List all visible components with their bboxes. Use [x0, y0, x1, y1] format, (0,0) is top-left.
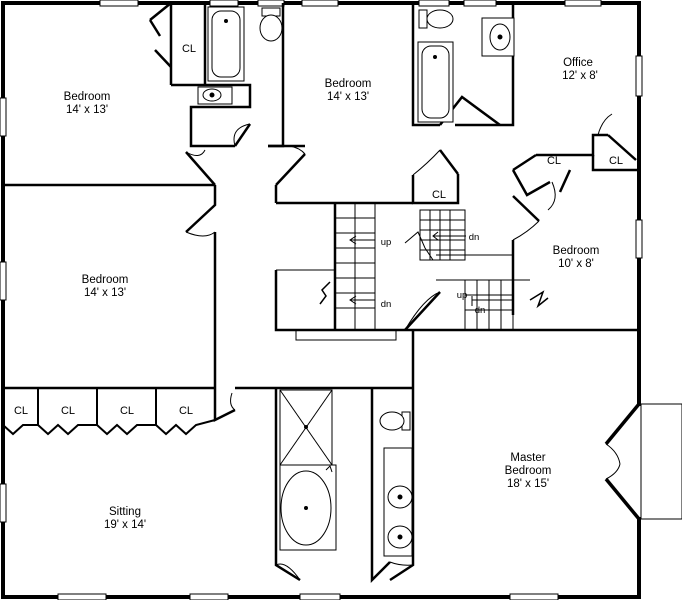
room-size-bedroom-west: 14' x 13' — [84, 287, 126, 299]
east-bay-window — [604, 402, 682, 521]
stair-up-west: up — [381, 237, 392, 248]
door-swings — [185, 96, 613, 581]
room-size-bedroom-north: 14' x 13' — [327, 91, 369, 103]
stair-up-east: up — [457, 290, 468, 301]
closet-label-sitting-1: CL — [14, 405, 28, 417]
stair-down-east: dn — [475, 305, 486, 316]
closet-labels: CL CL CL CL CL CL CL CL — [14, 43, 623, 417]
toilet-icon-north — [418, 9, 428, 29]
room-name-bedroom-west: Bedroom — [82, 274, 129, 286]
room-size-bedroom-nw: 14' x 13' — [66, 104, 108, 116]
closet-label-sitting-3: CL — [120, 405, 134, 417]
room-labels: Bedroom 14' x 13' Bedroom 14' x 13' Offi… — [64, 57, 600, 531]
room-size-sitting: 19' x 14' — [104, 519, 146, 531]
closet-label-sitting-4: CL — [179, 405, 193, 417]
fixtures — [197, 6, 515, 557]
staircase — [276, 202, 549, 341]
stair-down-west: dn — [381, 299, 392, 310]
sitting-closets — [2, 388, 216, 436]
interior-walls — [3, 2, 639, 584]
room-name-office: Office — [563, 57, 593, 69]
room-size-master: 18' x 15' — [507, 478, 549, 490]
room-name-bedroom-east: Bedroom — [553, 245, 600, 257]
room-size-bedroom-east: 10' x 8' — [558, 258, 594, 270]
closet-label-east-2: CL — [609, 155, 623, 167]
room-name-master-line2: Bedroom — [505, 465, 552, 477]
room-size-office: 12' x 8' — [562, 70, 598, 82]
closet-label-sitting-2: CL — [61, 405, 75, 417]
room-name-bedroom-north: Bedroom — [325, 78, 372, 90]
closet-label-nw: CL — [182, 43, 196, 55]
windows — [0, 0, 643, 600]
stair-down-central: dn — [469, 232, 480, 243]
room-name-bedroom-nw: Bedroom — [64, 91, 111, 103]
closet-label-linen: CL — [432, 189, 446, 201]
stair-labels: up dn dn up dn — [381, 232, 486, 316]
room-name-master-line1: Master — [510, 452, 545, 464]
closet-label-east-1: CL — [547, 155, 561, 167]
room-name-sitting: Sitting — [109, 506, 141, 518]
stair-treads-central — [420, 210, 465, 260]
